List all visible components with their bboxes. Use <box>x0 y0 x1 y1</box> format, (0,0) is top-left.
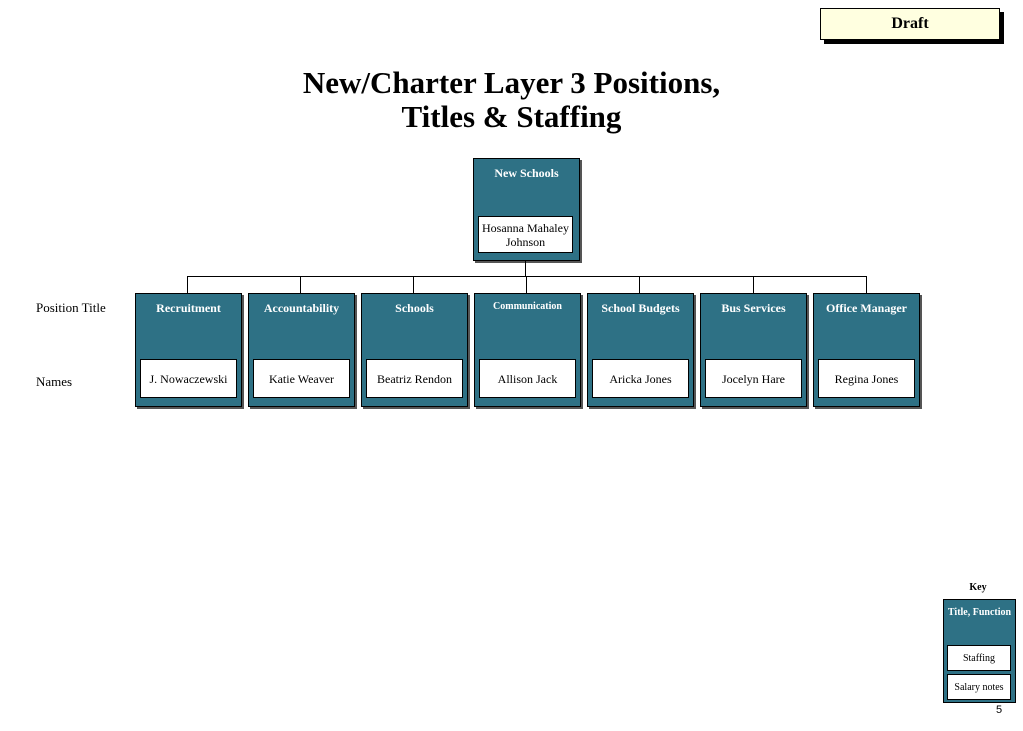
connector-horizontal <box>187 276 867 277</box>
position-box-accountability: Accountability Katie Weaver <box>248 293 355 407</box>
position-box-bus-services: Bus Services Jocelyn Hare <box>700 293 807 407</box>
key-box: Title, Function Staffing Salary notes <box>943 599 1016 703</box>
connector-drop-1 <box>187 276 188 293</box>
connector-drop-3 <box>413 276 414 293</box>
root-position-name: Hosanna Mahaley Johnson <box>478 216 573 253</box>
draft-badge: Draft <box>820 8 1000 40</box>
root-position-box: New Schools Hosanna Mahaley Johnson <box>473 158 580 261</box>
connector-drop-5 <box>639 276 640 293</box>
key-staffing: Staffing <box>947 645 1011 671</box>
position-box-recruitment: Recruitment J. Nowaczewski <box>135 293 242 407</box>
position-name: Katie Weaver <box>253 359 350 398</box>
connector-drop-6 <box>753 276 754 293</box>
connector-root-down <box>525 260 526 277</box>
connector-drop-4 <box>526 276 527 293</box>
key-label: Key <box>969 582 987 593</box>
position-box-schools: Schools Beatriz Rendon <box>361 293 468 407</box>
position-box-school-budgets: School Budgets Aricka Jones <box>587 293 694 407</box>
position-name: Beatriz Rendon <box>366 359 463 398</box>
position-name: Jocelyn Hare <box>705 359 802 398</box>
page-title: New/Charter Layer 3 Positions, Titles & … <box>200 66 823 134</box>
key-title-function: Title, Function <box>947 607 1012 618</box>
key-salary-notes: Salary notes <box>947 674 1011 700</box>
page-title-line-2: Titles & Staffing <box>401 99 622 134</box>
position-title: Schools <box>395 301 434 315</box>
position-title: School Budgets <box>601 301 680 315</box>
position-title: Communication <box>493 301 562 312</box>
position-name: Aricka Jones <box>592 359 689 398</box>
position-title: Bus Services <box>721 301 786 315</box>
position-title: Office Manager <box>826 301 907 315</box>
position-name: J. Nowaczewski <box>140 359 237 398</box>
position-box-office-manager: Office Manager Regina Jones <box>813 293 920 407</box>
position-name: Regina Jones <box>818 359 915 398</box>
connector-drop-7 <box>866 276 867 293</box>
names-label: Names <box>36 374 73 389</box>
position-box-communication: Communication Allison Jack <box>474 293 581 407</box>
connector-drop-2 <box>300 276 301 293</box>
page-title-line-1: New/Charter Layer 3 Positions, <box>302 65 721 100</box>
position-title: Recruitment <box>156 301 221 315</box>
root-position-title: New Schools <box>494 166 559 180</box>
page-number: 5 <box>996 704 1003 716</box>
position-title-label: Position Title <box>36 300 106 315</box>
position-name: Allison Jack <box>479 359 576 398</box>
position-title: Accountability <box>263 301 340 315</box>
